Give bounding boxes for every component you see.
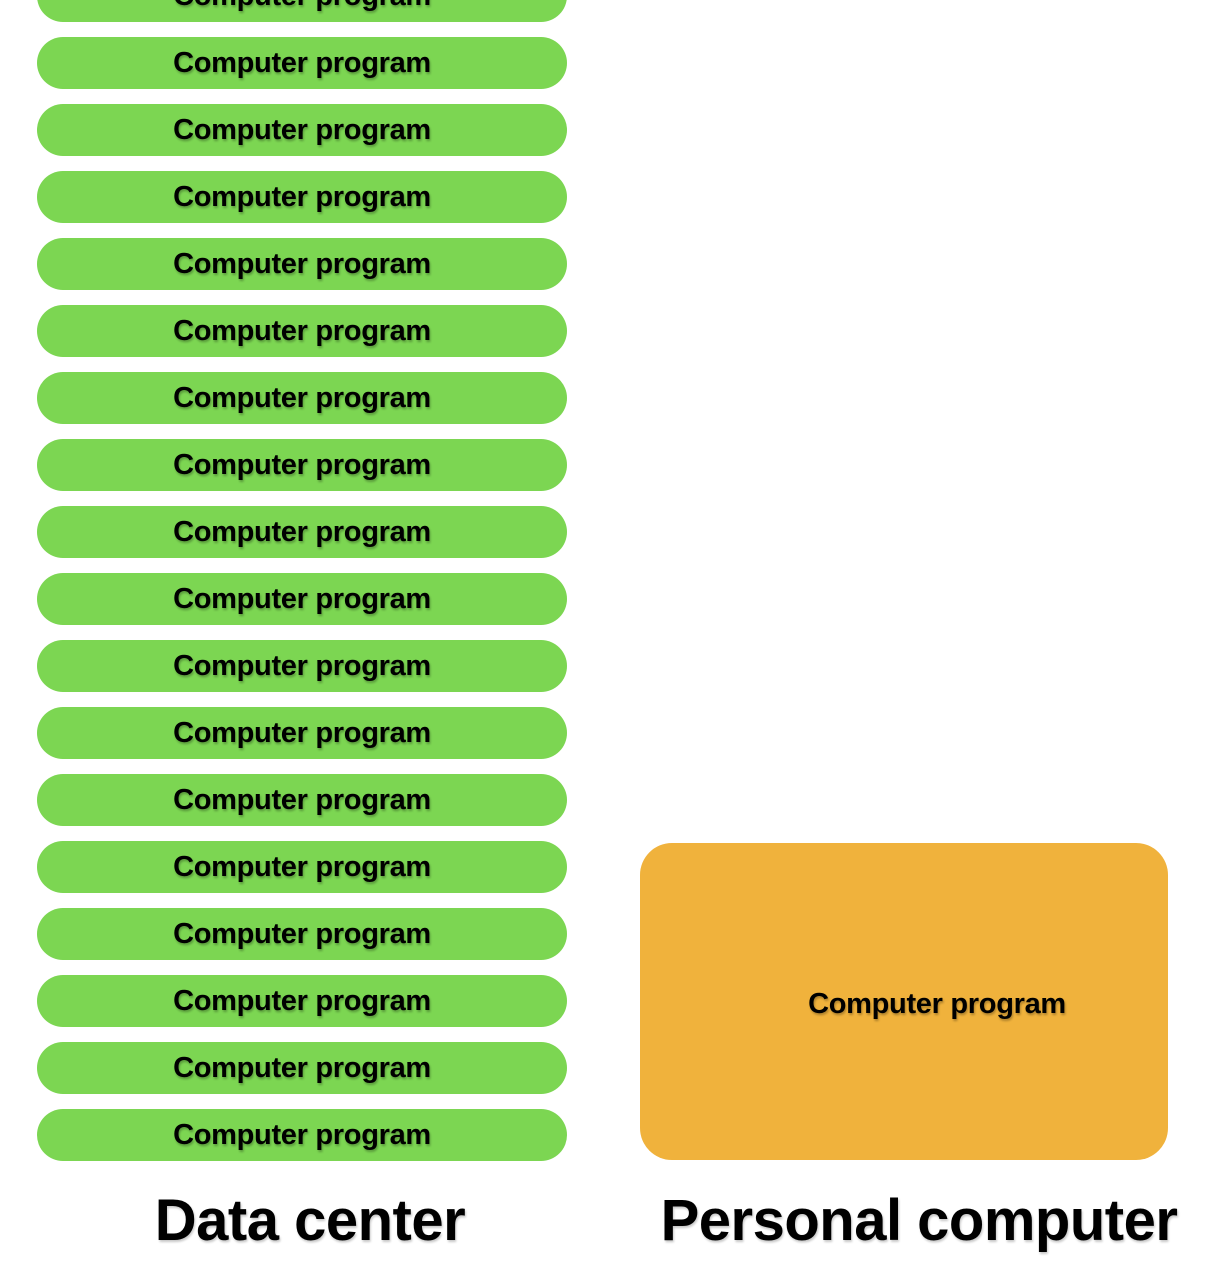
personal-computer-box: Computer program	[640, 843, 1168, 1160]
program-pill-label: Computer program	[173, 783, 431, 816]
program-pill: Computer program	[37, 104, 567, 156]
program-pill: Computer program	[37, 573, 567, 625]
program-pill: Computer program	[37, 841, 567, 893]
program-pill-label: Computer program	[173, 314, 431, 347]
program-pill: Computer program	[37, 171, 567, 223]
data-center-caption: Data center	[154, 1188, 466, 1253]
program-pill: Computer program	[37, 1109, 567, 1161]
program-pill: Computer program	[37, 439, 567, 491]
program-pill-label: Computer program	[173, 381, 431, 414]
program-pill-label: Computer program	[173, 247, 431, 280]
program-pill-label: Computer program	[173, 113, 431, 146]
program-pill: Computer program	[37, 0, 567, 22]
program-pill-label: Computer program	[173, 46, 431, 79]
program-pill-label: Computer program	[173, 984, 431, 1017]
personal-computer-program-label: Computer program	[808, 988, 1066, 1020]
program-pill-label: Computer program	[173, 582, 431, 615]
program-pill-label: Computer program	[173, 716, 431, 749]
program-pill-label: Computer program	[173, 850, 431, 883]
program-pill: Computer program	[37, 908, 567, 960]
program-pill: Computer program	[37, 37, 567, 89]
data-center-program-stack: Computer program Computer program Comput…	[37, 0, 567, 1161]
program-pill: Computer program	[37, 1042, 567, 1094]
program-pill: Computer program	[37, 238, 567, 290]
program-pill-label: Computer program	[173, 515, 431, 548]
program-pill-label: Computer program	[173, 1118, 431, 1151]
program-pill: Computer program	[37, 707, 567, 759]
program-pill: Computer program	[37, 640, 567, 692]
program-pill: Computer program	[37, 975, 567, 1027]
personal-computer-caption: Personal computer	[660, 1188, 1178, 1253]
program-pill: Computer program	[37, 305, 567, 357]
program-pill-label: Computer program	[173, 448, 431, 481]
program-pill-label: Computer program	[173, 649, 431, 682]
program-pill: Computer program	[37, 506, 567, 558]
program-pill: Computer program	[37, 774, 567, 826]
program-pill: Computer program	[37, 372, 567, 424]
program-pill-label: Computer program	[173, 180, 431, 213]
program-pill-label: Computer program	[173, 1051, 431, 1084]
program-pill-label: Computer program	[173, 0, 431, 13]
program-pill-label: Computer program	[173, 917, 431, 950]
